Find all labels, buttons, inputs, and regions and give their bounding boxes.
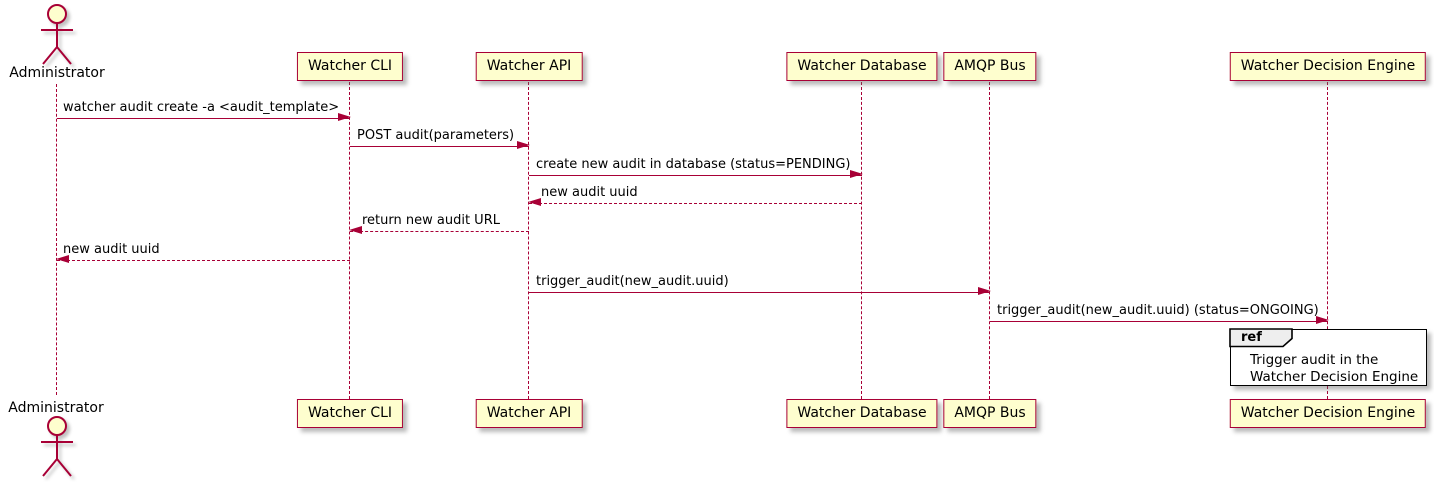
ref-tab-shape xyxy=(1229,328,1294,348)
lifeline-watcher-api xyxy=(528,82,529,399)
lifeline-amqp-bus xyxy=(989,82,990,399)
participant-watcher-cli-top: Watcher CLI xyxy=(296,52,404,81)
ref-text-line2: Watcher Decision Engine xyxy=(1250,369,1419,385)
participant-label: Watcher API xyxy=(486,405,572,421)
participant-watcher-api-bottom: Watcher API xyxy=(475,399,583,428)
participant-label: Watcher Decision Engine xyxy=(1240,405,1416,421)
lifeline-watcher-database xyxy=(861,82,862,399)
participant-label: Watcher Database xyxy=(797,58,927,74)
message-5-label: return new audit URL xyxy=(362,213,500,228)
participant-amqp-bus-top: AMQP Bus xyxy=(943,52,1037,81)
participant-label: Watcher Decision Engine xyxy=(1240,58,1416,74)
arrowhead-right-icon xyxy=(517,141,530,150)
message-6-label: new audit uuid xyxy=(63,242,160,257)
participant-label: AMQP Bus xyxy=(954,58,1026,74)
message-1-line xyxy=(57,113,351,122)
message-2-line xyxy=(350,141,530,150)
message-6-line xyxy=(56,255,350,264)
message-5-line xyxy=(349,226,529,235)
message-2-label: POST audit(parameters) xyxy=(357,128,515,143)
message-7-label: trigger_audit(new_audit.uuid) xyxy=(536,274,729,289)
ref-keyword: ref xyxy=(1241,330,1262,345)
arrowhead-left-icon xyxy=(56,255,69,264)
participant-watcher-database-bottom: Watcher Database xyxy=(786,399,938,428)
message-4-line xyxy=(528,198,862,207)
administrator-actor-icon xyxy=(41,4,73,65)
arrowhead-right-icon xyxy=(978,287,991,296)
arrowhead-right-icon xyxy=(850,170,863,179)
lifeline-watcher-decision-engine xyxy=(1327,82,1328,399)
participant-amqp-bus-bottom: AMQP Bus xyxy=(943,399,1037,428)
participant-label: Watcher CLI xyxy=(307,58,393,74)
administrator-actor-icon-bottom xyxy=(41,416,73,477)
ref-text-line1: Trigger audit in the xyxy=(1250,352,1379,368)
message-1-label: watcher audit create -a <audit_template> xyxy=(63,100,340,115)
participant-label: Watcher CLI xyxy=(307,405,393,421)
ref-body: Trigger audit in the Watcher Decision En… xyxy=(1250,352,1418,386)
message-3-label: create new audit in database (status=PEN… xyxy=(536,157,851,172)
lifeline-watcher-cli xyxy=(349,82,350,399)
arrowhead-right-icon xyxy=(1316,316,1329,325)
participant-label: Watcher API xyxy=(486,58,572,74)
message-8-label: trigger_audit(new_audit.uuid) (status=ON… xyxy=(997,303,1319,318)
participant-administrator-top: Administrator xyxy=(9,65,105,81)
message-8-line xyxy=(990,316,1329,325)
participant-watcher-decision-engine-top: Watcher Decision Engine xyxy=(1229,52,1427,81)
participant-label: Watcher Database xyxy=(797,405,927,421)
lifeline-administrator xyxy=(56,84,57,395)
arrowhead-left-icon xyxy=(349,226,362,235)
participant-watcher-api-top: Watcher API xyxy=(475,52,583,81)
participant-watcher-cli-bottom: Watcher CLI xyxy=(296,399,404,428)
participant-watcher-database-top: Watcher Database xyxy=(786,52,938,81)
participant-administrator-bottom: Administrator xyxy=(8,400,104,416)
message-3-line xyxy=(529,170,863,179)
message-7-line xyxy=(529,287,991,296)
message-4-label: new audit uuid xyxy=(541,185,638,200)
participant-label: AMQP Bus xyxy=(954,405,1026,421)
participant-watcher-decision-engine-bottom: Watcher Decision Engine xyxy=(1229,399,1427,428)
arrowhead-right-icon xyxy=(338,113,351,122)
ref-fragment: ref Trigger audit in the Watcher Decisio… xyxy=(1229,328,1427,386)
arrowhead-left-icon xyxy=(528,198,541,207)
